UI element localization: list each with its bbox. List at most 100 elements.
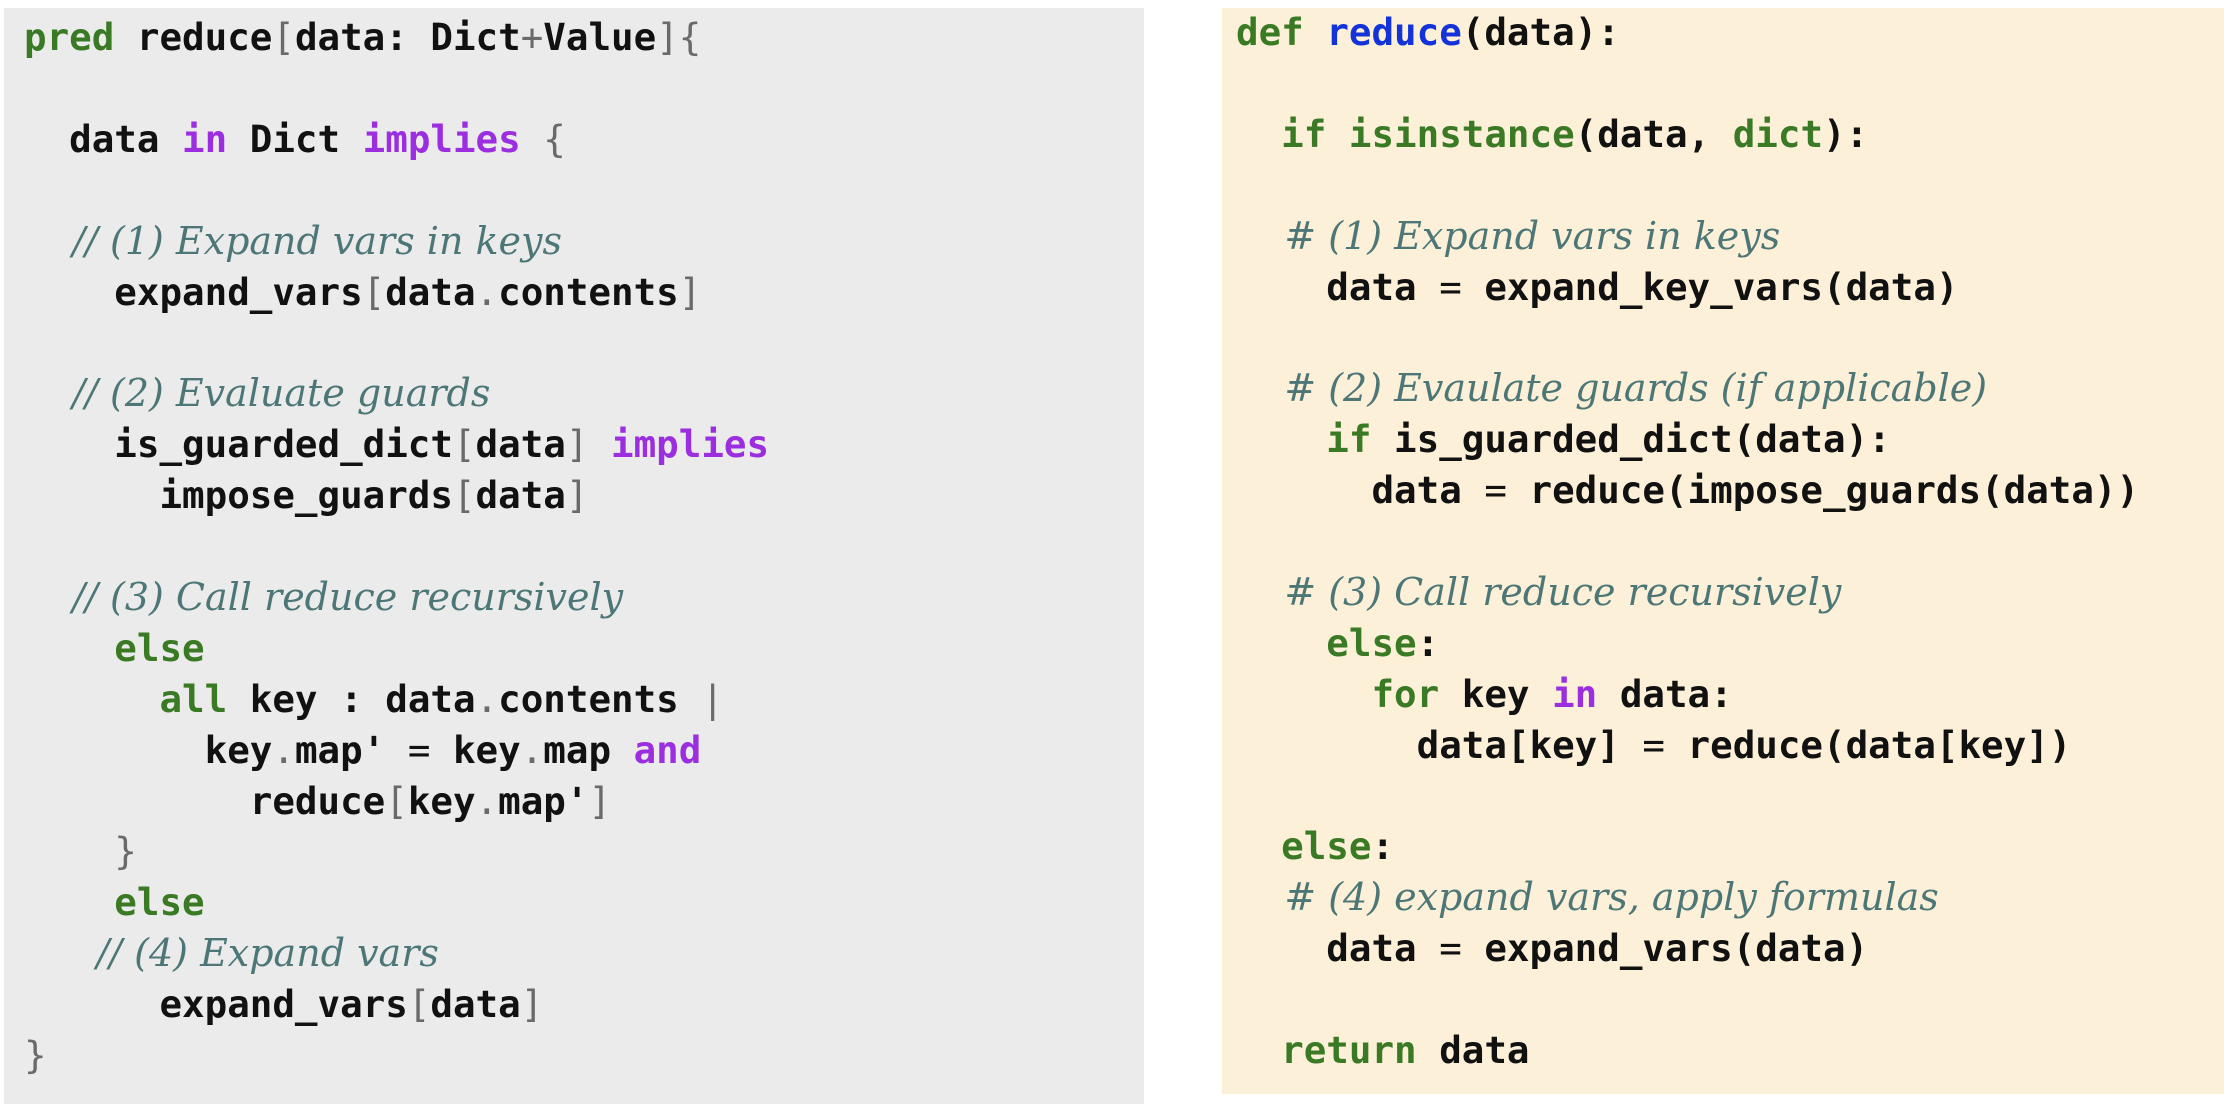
python-code-line: data = reduce(impose_guards(data)) (1236, 468, 2139, 512)
alloy-code-panel: pred reduce[data: Dict+Value]{ data in D… (4, 8, 1144, 1104)
alloy-code-line: key.map' = key.map and (24, 727, 702, 772)
code-token: = (1484, 468, 1507, 513)
alloy-code-line: expand_vars[data] (24, 982, 543, 1026)
code-token: | (701, 676, 724, 721)
code-token: return (1236, 1028, 1417, 1072)
code-token: key : data (227, 676, 476, 721)
alloy-code-line: data in Dict implies { (24, 117, 566, 161)
code-token: reduce(data[key]) (1664, 722, 2072, 767)
python-code-line: if isinstance(data, dict): (1236, 112, 1868, 156)
code-token: (data, (1574, 111, 1733, 156)
python-code-line: data[key] = reduce(data[key]) (1236, 722, 2072, 767)
code-token: key (1439, 671, 1553, 716)
code-token: data (1236, 264, 1440, 309)
code-token: contents (498, 676, 702, 721)
code-token: map (543, 727, 634, 772)
code-token: pred (24, 15, 115, 59)
code-token: reduce(impose_guards(data)) (1506, 468, 2140, 513)
python-code-line: # (4) expand vars, apply formulas (1236, 875, 1939, 920)
code-token: # (4) expand vars, apply formulas (1236, 875, 1939, 920)
code-token: ] (588, 778, 612, 823)
python-code-line: # (2) Evaulate guards (if applicable) (1236, 366, 1987, 410)
code-token: data[key] (1236, 722, 1643, 767)
alloy-code-line: else (24, 880, 205, 925)
code-token: expand_vars (24, 269, 363, 314)
code-token: data (1236, 926, 1440, 971)
code-token: data (24, 116, 183, 161)
alloy-code-line: // (1) Expand vars in keys (24, 219, 562, 263)
code-token: [ (407, 982, 431, 1027)
code-token: . (272, 727, 295, 772)
code-token: ] (520, 982, 544, 1027)
code-token: . (475, 269, 499, 314)
code-token: data (1416, 1028, 1530, 1072)
code-token: // (2) Evaluate guards (24, 371, 491, 416)
code-token: ]{ (656, 15, 702, 59)
alloy-code-line: is_guarded_dict[data] implies (24, 422, 769, 466)
python-code-line: def reduce(data): (1236, 10, 1620, 54)
code-token: data (385, 269, 476, 314)
code-token: = (407, 727, 431, 772)
code-token: . (475, 778, 499, 823)
code-token: (data): (1461, 10, 1620, 54)
code-token: [ (362, 269, 386, 314)
python-code-line: else: (1236, 621, 1439, 665)
code-token: else (24, 880, 205, 925)
code-token: in (1552, 671, 1598, 716)
alloy-code-line: impose_guards[data] (24, 473, 588, 517)
code-token: ] (565, 422, 589, 467)
code-token: data: (1597, 671, 1733, 716)
alloy-code-line: reduce[key.map'] (24, 779, 611, 823)
code-token: // (3) Call reduce recursively (24, 574, 624, 619)
python-code-line: return data (1236, 1028, 1530, 1072)
code-token: if (1236, 111, 1327, 156)
alloy-code-line: else (24, 625, 205, 670)
code-token: expand_vars (24, 982, 408, 1027)
code-token: reduce (114, 15, 273, 59)
alloy-code-line: } (24, 829, 137, 873)
code-token (521, 117, 544, 161)
code-token: all (24, 676, 228, 721)
code-token: [ (452, 422, 476, 467)
code-token (1304, 10, 1327, 54)
code-token: implies (611, 422, 770, 467)
code-token: # (3) Call reduce recursively (1236, 569, 1842, 614)
code-token: key (407, 778, 476, 823)
code-token: reduce (24, 778, 386, 823)
code-token: } (24, 829, 137, 874)
alloy-code-line: pred reduce[data: Dict+Value]{ (24, 15, 701, 59)
code-token: is_guarded_dict(data): (1371, 417, 1891, 462)
code-token: def (1236, 10, 1304, 54)
code-token: data (475, 422, 566, 467)
code-token: [ (272, 15, 295, 59)
code-token: contents (498, 269, 679, 314)
code-token: data: Dict (294, 15, 521, 59)
alloy-code-line: // (4) Expand vars (24, 931, 439, 976)
code-token: key (430, 727, 521, 772)
code-token: // (1) Expand vars in keys (24, 218, 562, 263)
code-token: + (520, 15, 544, 59)
code-token: dict (1732, 111, 1824, 156)
code-token: for (1236, 671, 1440, 716)
code-token: } (24, 1033, 47, 1077)
code-token: reduce (1326, 10, 1462, 54)
code-token: data (475, 473, 566, 518)
alloy-code-line: } (24, 1033, 47, 1077)
code-token: impose_guards (24, 473, 453, 518)
code-token: if (1236, 417, 1372, 462)
code-token: else (24, 625, 205, 670)
alloy-code-line: all key : data.contents | (24, 676, 724, 721)
code-token: ): (1823, 111, 1869, 156)
code-token: = (1439, 264, 1462, 309)
code-token: // (4) Expand vars (24, 931, 439, 976)
python-code-line: if is_guarded_dict(data): (1236, 417, 1891, 462)
code-token: . (520, 727, 544, 772)
code-token: else (1236, 824, 1372, 869)
code-token: data (1236, 468, 1485, 513)
code-token: is_guarded_dict (24, 422, 453, 467)
python-code-line: # (3) Call reduce recursively (1236, 570, 1841, 614)
python-code-panel: def reduce(data): if isinstance(data, di… (1222, 8, 2224, 1094)
python-code-line: data = expand_vars(data) (1236, 926, 1868, 970)
code-token: data (430, 982, 521, 1027)
code-token: = (1642, 722, 1665, 767)
